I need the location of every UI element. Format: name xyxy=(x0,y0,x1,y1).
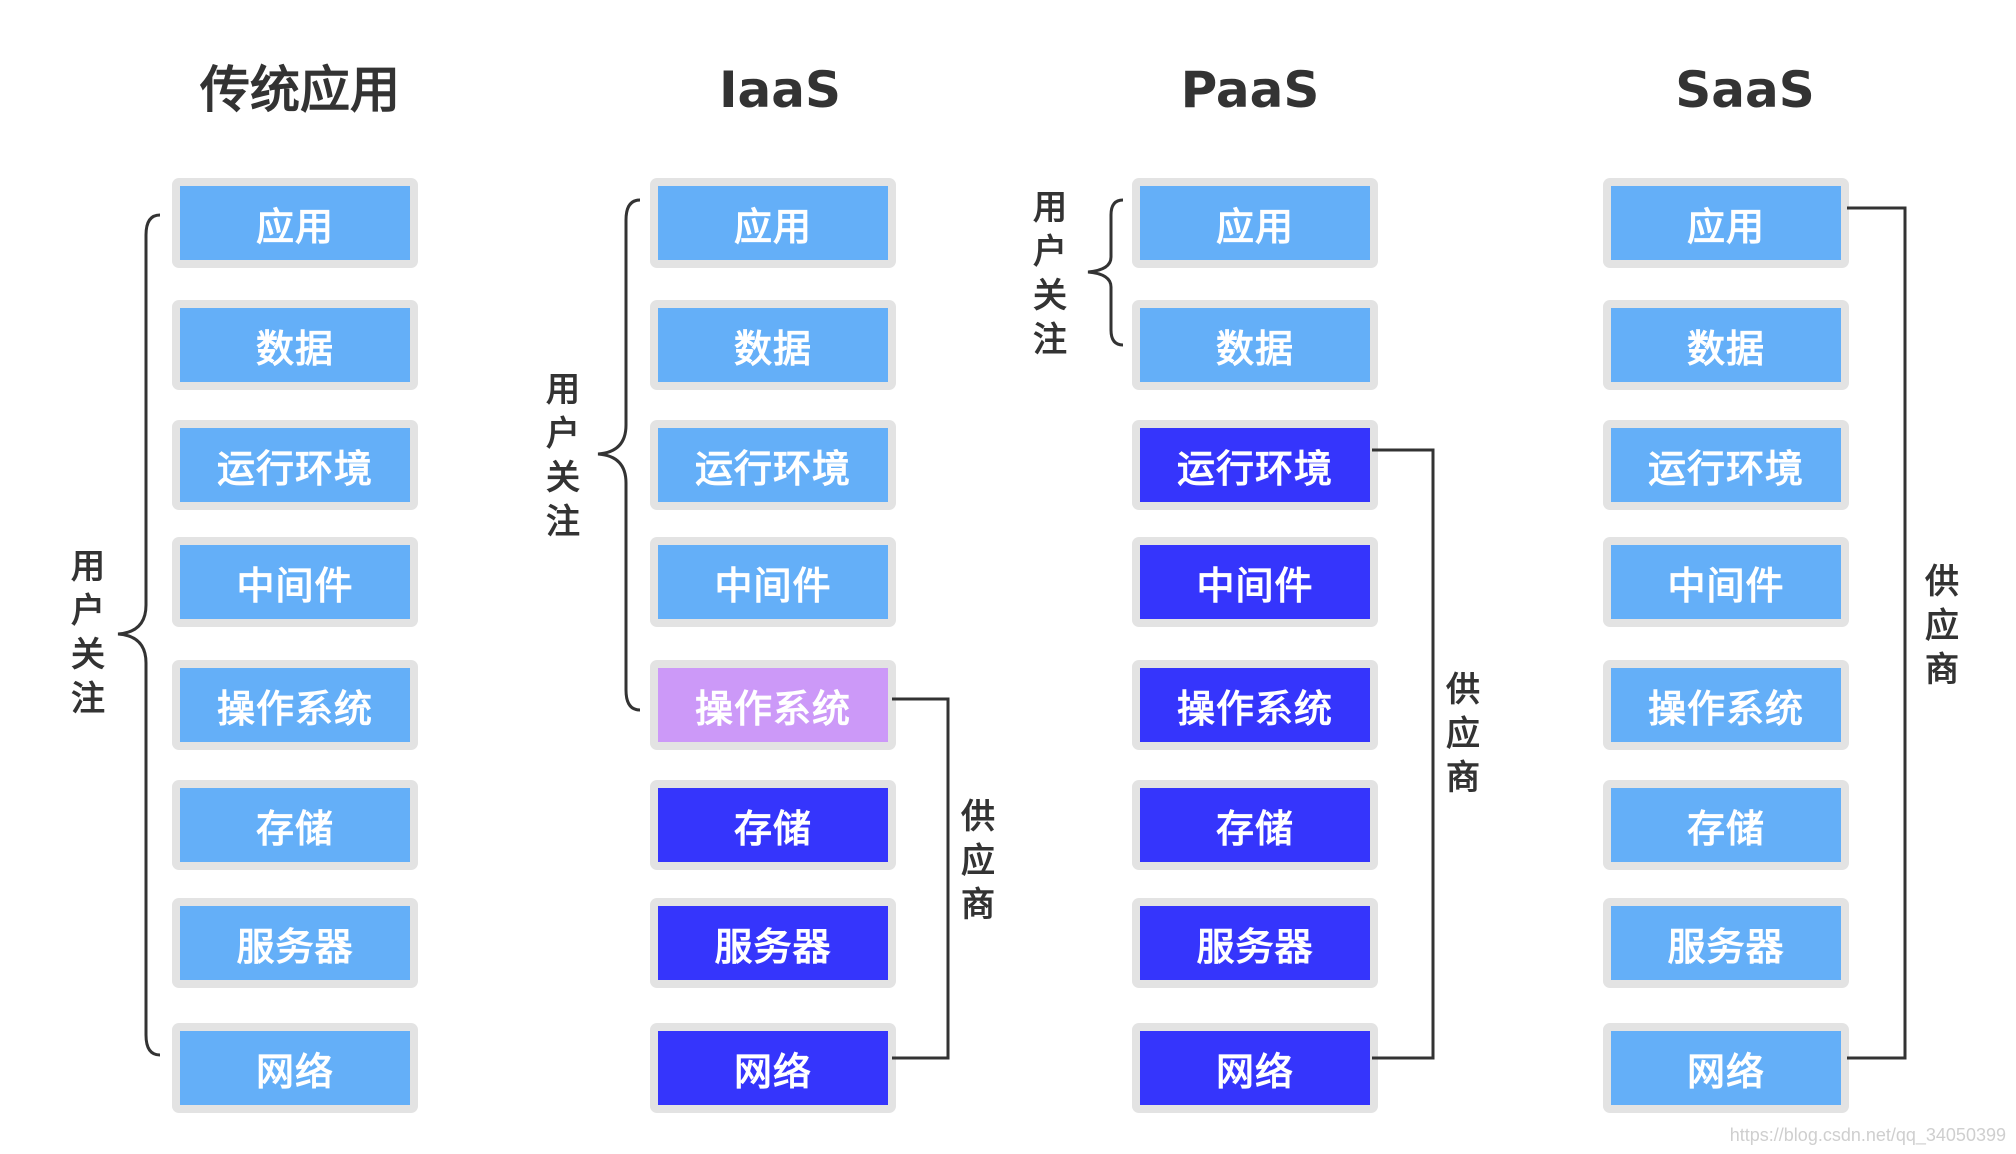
layer-box: 服务器 xyxy=(1603,898,1849,988)
bracket-iaas-vendor xyxy=(892,697,950,1060)
bracket-saas-vendor xyxy=(1847,206,1907,1060)
layer-label: 存储 xyxy=(658,788,888,862)
title-saas: SaaS xyxy=(1675,61,1815,119)
label-paas-vendor: 供应商 xyxy=(1446,670,1480,798)
layer-box: 操作系统 xyxy=(1603,660,1849,750)
layer-box: 数据 xyxy=(1132,300,1378,390)
layer-label: 网络 xyxy=(1140,1031,1370,1105)
title-traditional: 传统应用 xyxy=(200,61,400,119)
layer-box: 数据 xyxy=(172,300,418,390)
layer-label: 操作系统 xyxy=(180,668,410,742)
layer-box: 网络 xyxy=(1132,1023,1378,1113)
brace-iaas-user xyxy=(597,198,641,712)
layer-box: 应用 xyxy=(172,178,418,268)
layer-box: 数据 xyxy=(1603,300,1849,390)
layer-label: 运行环境 xyxy=(1611,428,1841,502)
layer-label: 数据 xyxy=(1140,308,1370,382)
layer-box: 存储 xyxy=(172,780,418,870)
layer-label: 中间件 xyxy=(1611,545,1841,619)
layer-box: 运行环境 xyxy=(1132,420,1378,510)
title-paas: PaaS xyxy=(1180,61,1320,119)
layer-label: 运行环境 xyxy=(658,428,888,502)
layer-box: 服务器 xyxy=(1132,898,1378,988)
layer-label: 服务器 xyxy=(1140,906,1370,980)
layer-label: 服务器 xyxy=(1611,906,1841,980)
label-iaas-user-focus: 用户关注 xyxy=(546,370,580,542)
layer-label: 运行环境 xyxy=(180,428,410,502)
layer-label: 服务器 xyxy=(180,906,410,980)
title-iaas: IaaS xyxy=(718,61,842,119)
layer-label: 服务器 xyxy=(658,906,888,980)
layer-label: 中间件 xyxy=(1140,545,1370,619)
layer-label: 网络 xyxy=(1611,1031,1841,1105)
layer-box: 网络 xyxy=(172,1023,418,1113)
layer-box: 数据 xyxy=(650,300,896,390)
layer-label: 数据 xyxy=(180,308,410,382)
layer-box: 操作系统 xyxy=(650,660,896,750)
watermark: https://blog.csdn.net/qq_34050399 xyxy=(1729,1125,2006,1145)
layer-label: 中间件 xyxy=(180,545,410,619)
layer-label: 数据 xyxy=(1611,308,1841,382)
layer-box: 运行环境 xyxy=(172,420,418,510)
layer-box: 中间件 xyxy=(1603,537,1849,627)
layer-box: 存储 xyxy=(1603,780,1849,870)
layer-label: 中间件 xyxy=(658,545,888,619)
layer-box: 运行环境 xyxy=(1603,420,1849,510)
layer-box: 存储 xyxy=(650,780,896,870)
layer-label: 操作系统 xyxy=(1611,668,1841,742)
layer-box: 服务器 xyxy=(650,898,896,988)
layer-box: 操作系统 xyxy=(1132,660,1378,750)
layer-label: 存储 xyxy=(180,788,410,862)
layer-box: 应用 xyxy=(1603,178,1849,268)
layer-label: 应用 xyxy=(180,186,410,260)
layer-label: 网络 xyxy=(658,1031,888,1105)
layer-label: 存储 xyxy=(1611,788,1841,862)
brace-paas-user xyxy=(1087,198,1124,347)
layer-box: 应用 xyxy=(650,178,896,268)
layer-label: 网络 xyxy=(180,1031,410,1105)
layer-label: 操作系统 xyxy=(1140,668,1370,742)
layer-label: 存储 xyxy=(1140,788,1370,862)
label-saas-vendor: 供应商 xyxy=(1925,562,1959,690)
layer-box: 中间件 xyxy=(650,537,896,627)
layer-box: 中间件 xyxy=(172,537,418,627)
layer-label: 应用 xyxy=(658,186,888,260)
layer-box: 应用 xyxy=(1132,178,1378,268)
layer-box: 网络 xyxy=(650,1023,896,1113)
label-traditional-user-focus: 用户关注 xyxy=(71,547,105,719)
layer-label: 运行环境 xyxy=(1140,428,1370,502)
layer-box: 网络 xyxy=(1603,1023,1849,1113)
layer-label: 操作系统 xyxy=(658,668,888,742)
layer-label: 应用 xyxy=(1611,186,1841,260)
layer-label: 应用 xyxy=(1140,186,1370,260)
bracket-paas-vendor xyxy=(1372,448,1435,1060)
label-iaas-vendor: 供应商 xyxy=(961,797,995,925)
layer-box: 服务器 xyxy=(172,898,418,988)
layer-box: 运行环境 xyxy=(650,420,896,510)
label-paas-user-focus: 用户关注 xyxy=(1033,188,1067,360)
layer-box: 操作系统 xyxy=(172,660,418,750)
layer-box: 存储 xyxy=(1132,780,1378,870)
layer-box: 中间件 xyxy=(1132,537,1378,627)
brace-traditional-user xyxy=(117,213,161,1057)
layer-label: 数据 xyxy=(658,308,888,382)
